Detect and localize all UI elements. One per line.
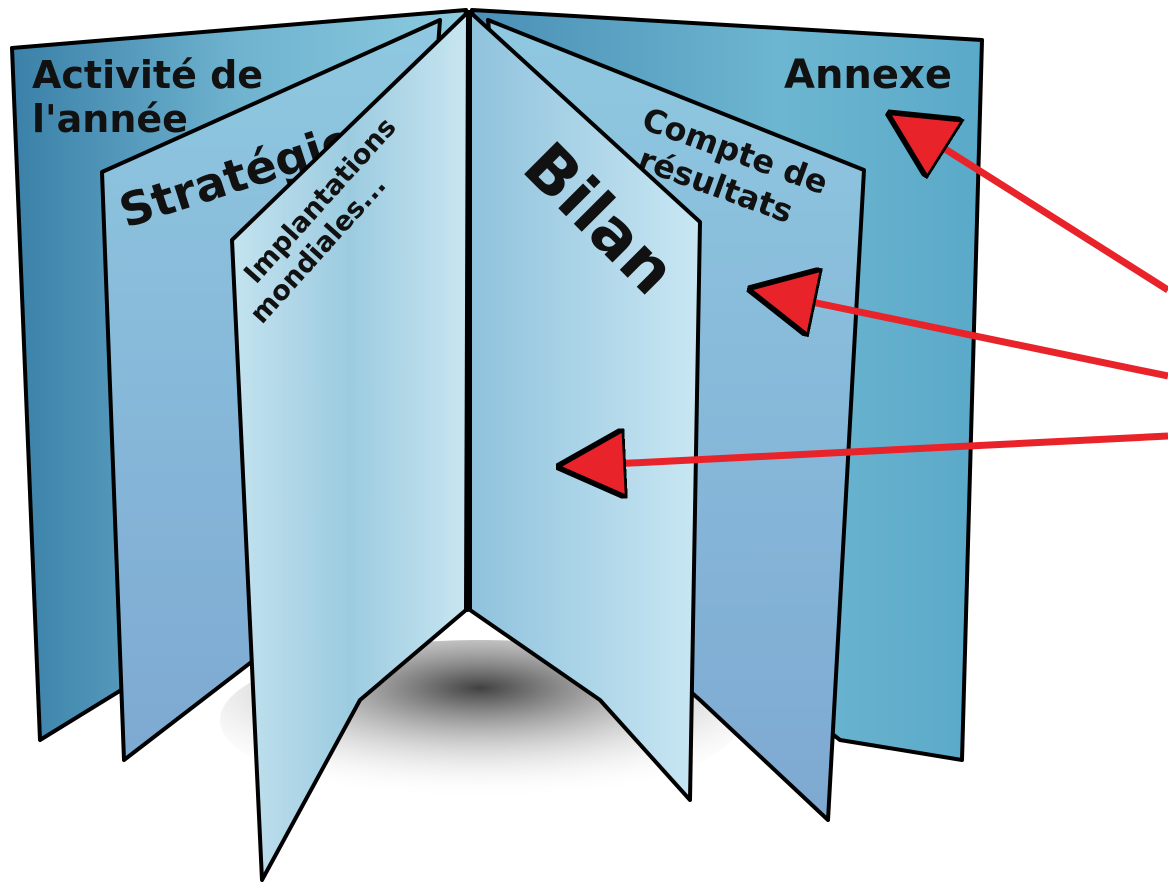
pointer-arrows	[612, 142, 1168, 464]
arrow-to-compte	[802, 300, 1168, 380]
page-activite-line1: Activité de	[32, 53, 263, 97]
arrow-to-annexe	[934, 142, 1168, 293]
page-bilan: Bilan	[468, 10, 702, 802]
booklet-spine	[465, 9, 471, 613]
page-annexe-label: Annexe	[784, 52, 952, 98]
page-activite-line2: l'année	[32, 97, 188, 141]
arrow-to-bilan	[612, 436, 1168, 464]
